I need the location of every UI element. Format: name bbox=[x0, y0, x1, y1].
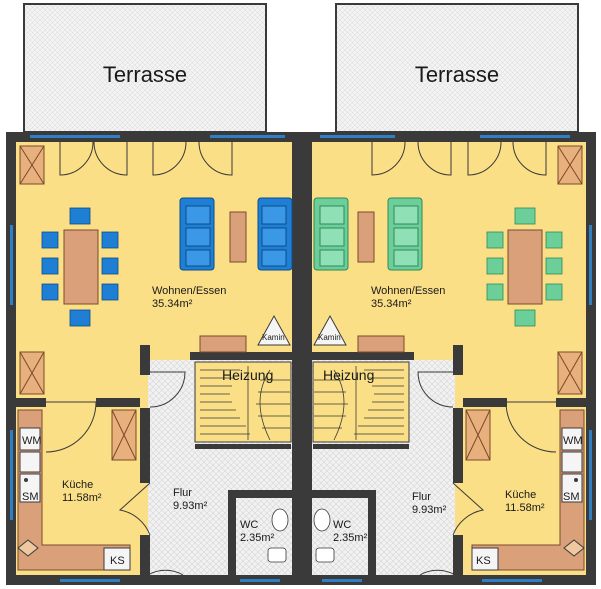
wc-right-area: 2.35m² bbox=[333, 532, 368, 544]
wc-left-name: WC bbox=[240, 519, 258, 531]
hall-right-name: Flur bbox=[412, 491, 431, 503]
living-left-name: Wohnen/Essen bbox=[152, 285, 226, 297]
wc-right-name: WC bbox=[333, 519, 351, 531]
sofa-left-b bbox=[257, 197, 293, 271]
kitchen-right-name: Küche bbox=[505, 489, 536, 501]
heating-right-label: Heizung bbox=[323, 367, 374, 383]
wc-fixtures-left bbox=[267, 508, 289, 563]
heating-left-label: Heizung bbox=[222, 367, 273, 383]
sink-left-label: SM bbox=[22, 491, 39, 503]
terrace-doors bbox=[59, 141, 547, 176]
terrace-left-label: Terrasse bbox=[103, 62, 187, 87]
sofa-right-b bbox=[387, 197, 423, 271]
fridge-right bbox=[471, 547, 499, 571]
hall-left-area: 9.93m² bbox=[173, 500, 208, 512]
fridge-left bbox=[103, 547, 131, 571]
walls bbox=[6, 132, 596, 585]
terrace-right-label: Terrasse bbox=[415, 62, 499, 87]
doors-left bbox=[45, 371, 186, 576]
fireplace-right-label: Kamin bbox=[318, 333, 341, 342]
living-left-area: 35.34m² bbox=[152, 298, 193, 310]
terrace-left bbox=[23, 3, 267, 133]
sofa-left-a bbox=[179, 197, 215, 271]
kitchen-right-area: 11.58m² bbox=[505, 502, 545, 514]
dining-table-right bbox=[507, 229, 543, 305]
dining-table-left bbox=[63, 229, 99, 305]
dining-chairs-left bbox=[41, 207, 119, 327]
appliances-right bbox=[561, 427, 585, 557]
appliances-left bbox=[17, 427, 41, 557]
fireplace-left-label: Kamin bbox=[262, 333, 285, 342]
doors-right bbox=[417, 371, 557, 576]
hall-right-area: 9.93m² bbox=[412, 504, 447, 516]
fireplace-right bbox=[313, 314, 347, 346]
wc-left-area: 2.35m² bbox=[240, 532, 275, 544]
staircase-left bbox=[194, 361, 292, 449]
wc-fixtures-right bbox=[313, 508, 335, 563]
fireplace-left bbox=[257, 314, 291, 346]
dining-chairs-right bbox=[486, 207, 563, 327]
kitchen-left-name: Küche bbox=[62, 479, 93, 491]
kitchen-left-area: 11.58m² bbox=[62, 492, 102, 504]
living-right-name: Wohnen/Essen bbox=[371, 285, 445, 297]
fridge-left-label: KS bbox=[110, 555, 125, 567]
storage-cabinets bbox=[19, 145, 583, 461]
terrace-right bbox=[335, 3, 579, 133]
sofa-right-a bbox=[313, 197, 349, 271]
coffee-table-right bbox=[357, 211, 375, 263]
hall-left-name: Flur bbox=[173, 487, 192, 499]
sideboards bbox=[199, 335, 405, 353]
living-right-area: 35.34m² bbox=[371, 298, 412, 310]
washer-left-label: WM bbox=[22, 435, 42, 447]
sink-right-label: SM bbox=[563, 491, 580, 503]
windows bbox=[10, 135, 592, 582]
staircase-right bbox=[312, 361, 410, 449]
washer-right-label: WM bbox=[563, 435, 583, 447]
fridge-right-label: KS bbox=[476, 555, 491, 567]
coffee-table-left bbox=[229, 211, 247, 263]
